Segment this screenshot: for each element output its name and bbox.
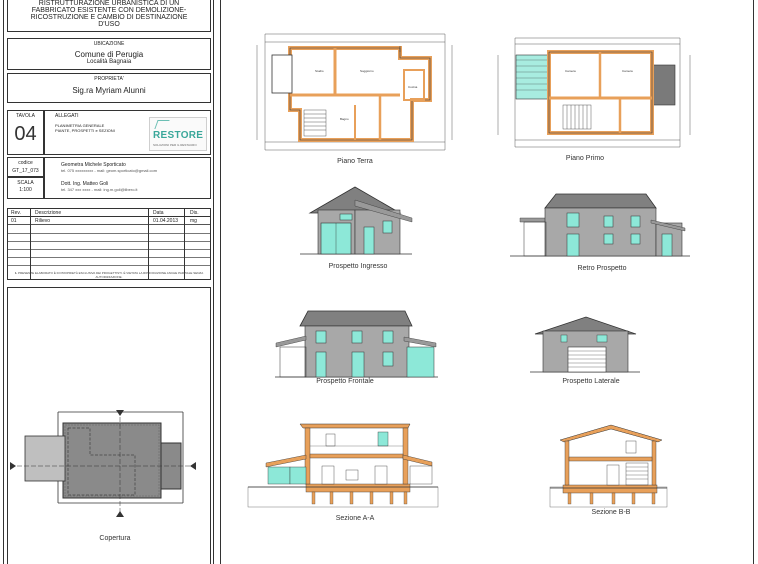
location-label: UBICAZIONE xyxy=(93,41,125,47)
dis-header: Dis. xyxy=(190,210,199,216)
scala-value: 1:100 xyxy=(19,187,32,193)
designer-2-contact: tel. 347 xxx xxxx - mail: ing.m.goli@lib… xyxy=(61,187,138,192)
designers-box: Geometra Michele Sporticato tel. 075 xxx… xyxy=(44,157,211,199)
designer-1: Geometra Michele Sporticato xyxy=(61,162,126,168)
allegati-line1: PLANIMETRIA GENERALE xyxy=(55,123,105,128)
designer-2: Dott. Ing. Matteo Goli xyxy=(61,181,109,187)
owner-name: Sig.ra Myriam Alunni xyxy=(72,86,146,95)
table-row: 01 Rilievo 01.04.2013 mg xyxy=(8,217,210,225)
prospetto-ingresso-caption: Prospetto Ingresso xyxy=(328,263,388,270)
designer-1-contact: tel. 075 xxxxxxxxx - mail: geom.sportica… xyxy=(61,168,158,173)
location-box: UBICAZIONE Comune di Perugia Località Ba… xyxy=(7,38,211,70)
svg-text:Studio: Studio xyxy=(315,69,324,73)
codice-value: GT_17_073 xyxy=(12,168,39,174)
allegati-label: ALLEGATI xyxy=(55,113,79,119)
data-cell: 01.04.2013 xyxy=(153,218,179,224)
retro-prospetto-caption: Retro Prospetto xyxy=(577,265,627,272)
codice-label: codice xyxy=(18,160,33,166)
svg-text:Camera: Camera xyxy=(565,69,576,73)
prospetto-laterale-caption: Prospetto Laterale xyxy=(562,378,620,385)
localita: Località Bagnaia xyxy=(86,59,132,65)
tavola-box: TAVOLA 04 xyxy=(7,110,44,155)
owner-box: PROPRIETA' Sig.ra Myriam Alunni xyxy=(7,73,211,103)
project-title: RISTRUTTURAZIONE URBANISTICA DI UN FABBR… xyxy=(30,0,188,28)
piano-primo-caption: Piano Primo xyxy=(565,155,605,162)
sezione-aa-caption: Sezione A-A xyxy=(335,515,375,522)
allegati-line2: PIANTE, PROSPETTI e SEZIONI xyxy=(55,128,115,133)
scala-box: SCALA 1:100 xyxy=(7,177,44,199)
prospetto-frontale-caption: Prospetto Frontale xyxy=(316,378,374,385)
svg-text:Camera: Camera xyxy=(622,69,633,73)
footnote: IL PRESENTE ELABORATO È DI PROPRIETÀ ESC… xyxy=(14,271,204,279)
sheet-number: 04 xyxy=(14,123,37,145)
sezione-bb-caption: Sezione B-B xyxy=(591,509,631,516)
scala-label: SCALA xyxy=(17,180,34,186)
data-header: Data xyxy=(153,210,164,216)
right-sheet-border xyxy=(220,0,754,564)
descrizione-header: Descrizione xyxy=(35,210,62,216)
rev-header: Rev. xyxy=(11,210,21,216)
revision-header: Rev. Descrizione Data Dis. xyxy=(8,209,210,217)
comune: Comune di Perugia xyxy=(74,50,144,59)
owner-label: PROPRIETA' xyxy=(94,76,124,82)
copertura-caption: Copertura xyxy=(99,535,131,542)
codice-box: codice GT_17_073 xyxy=(7,157,44,177)
svg-text:Bagno: Bagno xyxy=(340,117,349,121)
revision-table: Rev. Descrizione Data Dis. 01 Rilievo 01… xyxy=(7,208,211,280)
rev-cell: 01 xyxy=(11,218,17,224)
allegati-box: ALLEGATI PLANIMETRIA GENERALE PIANTE, PR… xyxy=(44,110,211,155)
left-sheet-border xyxy=(3,0,214,564)
piano-terra-caption: Piano Terra xyxy=(337,158,373,165)
svg-text:Cucina: Cucina xyxy=(408,85,418,89)
restore-logo: RESTORE SOLUZIONI PER IL RESTAURO xyxy=(149,117,207,151)
svg-text:Soggiorno: Soggiorno xyxy=(360,69,374,73)
title-box: RISTRUTTURAZIONE URBANISTICA DI UN FABBR… xyxy=(7,0,211,32)
descrizione-cell: Rilievo xyxy=(35,218,51,224)
tavola-label: TAVOLA xyxy=(16,113,35,119)
dis-cell: mg xyxy=(190,218,197,224)
